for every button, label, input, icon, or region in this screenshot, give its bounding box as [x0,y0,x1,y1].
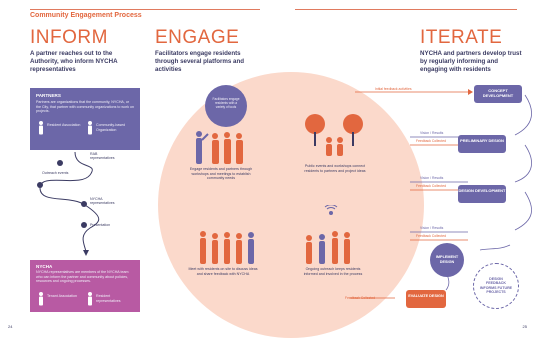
engage-caption: Engage residents and partners through wo… [189,167,253,181]
initial-feedback-label: Initial feedback activities [375,87,412,91]
inform-path [39,151,100,256]
iterate-heading: ITERATE [420,27,503,48]
partners-box: PARTNERS Partners are organizations that… [30,88,140,150]
step-dot [57,160,63,166]
partners-body: Partners are organizations that the comm… [36,100,135,114]
engage-heading: ENGAGE [155,27,240,48]
stage-label: PRELIMINARY DESIGN [460,138,504,143]
engage-lead: Facilitators engage residents through se… [155,50,245,73]
page-number-left: 24 [8,324,13,329]
partners-title: PARTNERS [36,93,61,98]
person-icon [88,292,92,306]
engage-caption: Ongoing outreach keeps residents informe… [303,267,363,276]
people-row-icon [200,231,254,264]
tree-gathering-icon [305,114,363,156]
feedback-final-label: Feedback Collected [345,296,375,300]
step-label: NYCHA representatives [90,197,115,206]
engage-caption: Public events and workshops connect resi… [304,164,366,173]
top-rule-left [30,9,260,10]
evaluate-design-box: EVALUATE DESIGN [406,290,446,308]
step-dot [81,222,87,228]
person-icon [39,121,43,135]
step-dot [37,182,43,188]
step-label: Outreach events [42,171,69,175]
future-label: DESIGN FEEDBACK INFORMS FUTURE PROJECTS [479,277,513,295]
partners-role-2: Community-based Organization [96,123,126,132]
vision-label: Vision / Results [420,131,444,135]
person-icon [88,121,92,135]
step-dot [81,201,87,207]
step-label: Presentation [90,223,111,227]
design-development-box: DESIGN DEVELOPMENT [458,185,506,203]
engage-circle [158,72,424,338]
vision-label: Vision / Results [420,226,444,230]
feedback-label: Feedback Collected [416,184,446,188]
vision-label: Vision / Results [420,176,444,180]
stage-label: DESIGN DEVELOPMENT [458,188,506,193]
inform-heading: INFORM [30,27,108,48]
person-icon [39,292,43,306]
stage-label: CONCEPT DEVELOPMENT [482,88,514,98]
inform-lead: A partner reaches out to the Authority, … [30,50,118,73]
step-label: RAB representatives [90,152,115,161]
people-phones-icon [306,231,350,264]
future-projects-circle: DESIGN FEEDBACK INFORMS FUTURE PROJECTS [473,263,519,309]
nycha-role-1: Tenant Association [47,294,77,298]
feedback-label: Feedback Collected [416,234,446,238]
implement-label: IMPLEMENT DESIGN [435,255,459,264]
engage-caption: Meet with residents on site to discuss i… [188,267,258,276]
nycha-title: NYCHA [36,264,53,269]
engage-bubble: Facilitators engage residents with a var… [205,85,247,127]
feedback-label: Feedback Collected [416,139,446,143]
nycha-box: NYCHA NYCHA representatives are members … [30,260,140,312]
engage-bubble-text: Facilitators engage residents with a var… [212,97,240,109]
concept-development-box: CONCEPT DEVELOPMENT [474,85,522,103]
people-group-icon [196,131,243,164]
page-number-right: 25 [522,324,527,329]
preliminary-design-box: PRELIMINARY DESIGN [458,135,506,153]
page-title: Community Engagement Process [30,12,142,19]
implement-design-circle: IMPLEMENT DESIGN [430,243,464,277]
partners-role-1: Resident Association [47,123,81,127]
top-rule-right [295,9,517,10]
iterate-lead: NYCHA and partners develop trust by regu… [420,50,522,73]
evaluate-label: EVALUATE DESIGN [408,294,444,298]
nycha-body: NYCHA representatives are members of the… [36,270,129,284]
nycha-role-2: Resident representatives [96,294,121,303]
broadcast-icon [324,205,338,215]
